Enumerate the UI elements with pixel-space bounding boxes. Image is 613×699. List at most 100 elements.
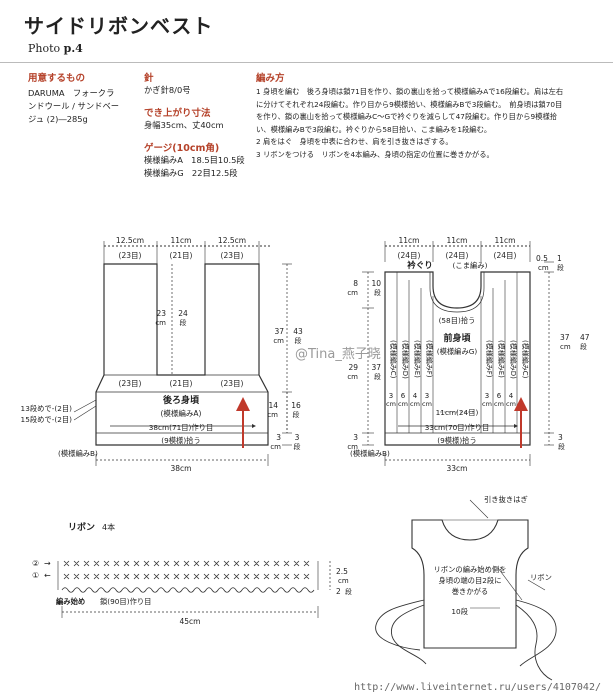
front-stripe-cm: 3 — [485, 392, 489, 400]
front-col-d-right: (模様編みD) — [509, 340, 518, 379]
front-body-height-unit: cm — [347, 373, 358, 381]
back-width-left: 12.5cm — [116, 236, 144, 245]
front-stripe-cm-unit: cm — [506, 400, 516, 408]
front-neck-rows: 10 — [371, 279, 381, 288]
front-edge-height-unit: cm — [347, 443, 358, 451]
page-title: サイドリボンベスト — [24, 14, 214, 38]
ribbon-rows: 2 — [336, 587, 341, 596]
back-body-rows-unit: 段 — [293, 410, 300, 419]
front-top-right-rows: 1 — [557, 254, 562, 263]
ribbon-height: 2.5 — [336, 567, 348, 576]
ribbon-rows-unit: 段 — [345, 587, 352, 596]
front-stripe-cm: 4 — [413, 392, 418, 400]
instructions-section: 編み方 1 身頃を編む 後ろ身頃は鎖71目を作り、鎖の裏山を拾って模様編みAで1… — [256, 70, 596, 161]
front-neck-rows-unit: 段 — [374, 288, 381, 297]
back-total-rows: 43 — [293, 327, 303, 336]
front-chain-label: 33cm(70目)作り目 — [425, 423, 490, 432]
front-edge-rows-unit: 段 — [558, 442, 565, 451]
front-width-mid-stitches: (24目) — [446, 251, 469, 260]
front-stripe-cm-unit: cm — [422, 400, 432, 408]
front-col-d-left: (模様編みD) — [401, 340, 410, 379]
ribbon-start-label: 編み始め — [56, 597, 85, 606]
slip-stitch-join-label: 引き抜きはぎ — [484, 495, 528, 504]
front-total-rows-unit: 段 — [580, 342, 587, 351]
back-body-pattern: (模様編みA) — [161, 408, 202, 418]
front-top-right-height-unit: cm — [538, 264, 549, 272]
front-body-height: 29 — [348, 363, 358, 372]
materials-section: 用意するもの DARUMA フォークラ ンドウール / サンドベー ジュ (2)… — [28, 70, 146, 126]
back-width-left-stitches: (23目) — [119, 251, 142, 260]
ribbon-chart: ② → ① ← 2.5 cm 2 段 編み始め 鎖(90目)作り目 45cm — [32, 559, 352, 626]
ribbon-heading: リボン — [68, 521, 95, 533]
finish-rows-label: 10段 — [451, 607, 468, 616]
front-edge-rows: 3 — [558, 433, 563, 442]
front-body-rows: 37 — [371, 363, 381, 372]
ribbon-row-1: ① — [32, 571, 39, 580]
back-base-stitches-mid: (21目) — [170, 379, 193, 388]
back-body-height: 14 — [268, 401, 278, 410]
back-edge-pickup: (9模様)拾う — [161, 436, 201, 445]
back-bottom-width: 38cm — [171, 464, 192, 473]
ribbon-chain-label: 鎖(90目)作り目 — [100, 597, 151, 606]
front-body-rows-unit: 段 — [374, 372, 381, 381]
back-base-stitches-left: (23目) — [119, 379, 142, 388]
materials-line: ジュ (2)―285g — [28, 114, 88, 124]
instruction-line: い、模様編みBで3段編む。衿ぐりから58目拾い、こま編みを1段編む。 — [256, 124, 492, 134]
materials-line: ンドウール / サンドベー — [28, 101, 120, 111]
front-edge-pattern: (模様編みB) — [350, 449, 390, 458]
back-strap-rows: 24 — [178, 309, 188, 318]
front-stripe-cm: 3 — [425, 392, 429, 400]
finish-ribbon-label: リボン — [530, 573, 552, 582]
back-total-rows-unit: 段 — [295, 336, 302, 345]
photo-reference: Photo p.4 — [28, 42, 83, 55]
materials-line: DARUMA フォークラ — [28, 88, 115, 98]
ribbon-arrow-right: → — [44, 559, 51, 568]
back-width-right: 12.5cm — [218, 236, 246, 245]
back-total-height: 37 — [274, 327, 284, 336]
ribbon-height-unit: cm — [338, 577, 349, 585]
back-edge-height: 3 — [276, 433, 281, 442]
front-width-right: 11cm — [495, 236, 516, 245]
back-chain-label: 38cm(71目)作り目 — [149, 423, 214, 432]
photo-label: Photo — [28, 42, 61, 55]
back-base-stitches-right: (23目) — [221, 379, 244, 388]
neckline-label: 衿ぐり — [407, 260, 433, 271]
front-total-height: 37 — [560, 333, 570, 342]
ribbon-arrow-left: ← — [44, 571, 51, 580]
footer-url: http://www.liveinternet.ru/users/4107042… — [354, 682, 601, 693]
gauge-line: 模様編みG 22目12.5段 — [144, 168, 238, 178]
front-col-f-right: (模様編みF) — [485, 340, 494, 378]
front-stripe-cm: 6 — [401, 392, 406, 400]
front-edge-height: 3 — [353, 433, 358, 442]
neckline-pickup: (58目)拾う — [439, 316, 476, 325]
front-width-left-stitches: (24目) — [398, 251, 421, 260]
materials-heading: 用意するもの — [28, 73, 86, 84]
back-strap-height: 23 — [156, 309, 166, 318]
front-stripe-cm-unit: cm — [410, 400, 420, 408]
front-col-e-right: (模様編みE) — [497, 340, 506, 378]
back-body-diagram — [73, 241, 292, 466]
finish-note-line: リボンの編み始め側を — [434, 565, 507, 574]
ribbon-row-2: ② — [32, 559, 39, 568]
back-edge-pattern: (模様編みB) — [58, 449, 98, 458]
front-top-right-height: 0.5 — [536, 254, 548, 263]
finished-size-text: 身幅35cm、丈40cm — [144, 120, 224, 130]
front-neck-height-unit: cm — [347, 289, 358, 297]
front-stripe-cm: 4 — [509, 392, 514, 400]
watermark: @Tina_燕子晓 — [295, 347, 381, 362]
back-strap-height-unit: cm — [155, 319, 166, 327]
finish-note-line: 巻きかがる — [452, 587, 488, 596]
front-stripe-cm-unit: cm — [386, 400, 396, 408]
back-body-rows: 16 — [291, 401, 301, 410]
neckline-stitch: (こま編み) — [453, 261, 488, 270]
finish-note-line: 身頃の端の目2段に — [438, 576, 501, 585]
back-width-mid: 11cm — [171, 236, 192, 245]
instructions-heading: 編み方 — [256, 73, 285, 84]
front-total-height-unit: cm — [560, 343, 571, 351]
front-pattern-g: (模様編みG) — [437, 347, 478, 356]
front-width-left: 11cm — [399, 236, 420, 245]
back-edge-rows-unit: 段 — [294, 442, 301, 451]
back-strap-rows-unit: 段 — [180, 318, 187, 327]
front-col-e-left: (模様編みE) — [413, 340, 422, 378]
instruction-line: を作り、鎖の裏山を拾って模様編みC～Gで衿ぐりを減らして47段編む。作り目から9… — [256, 112, 558, 121]
